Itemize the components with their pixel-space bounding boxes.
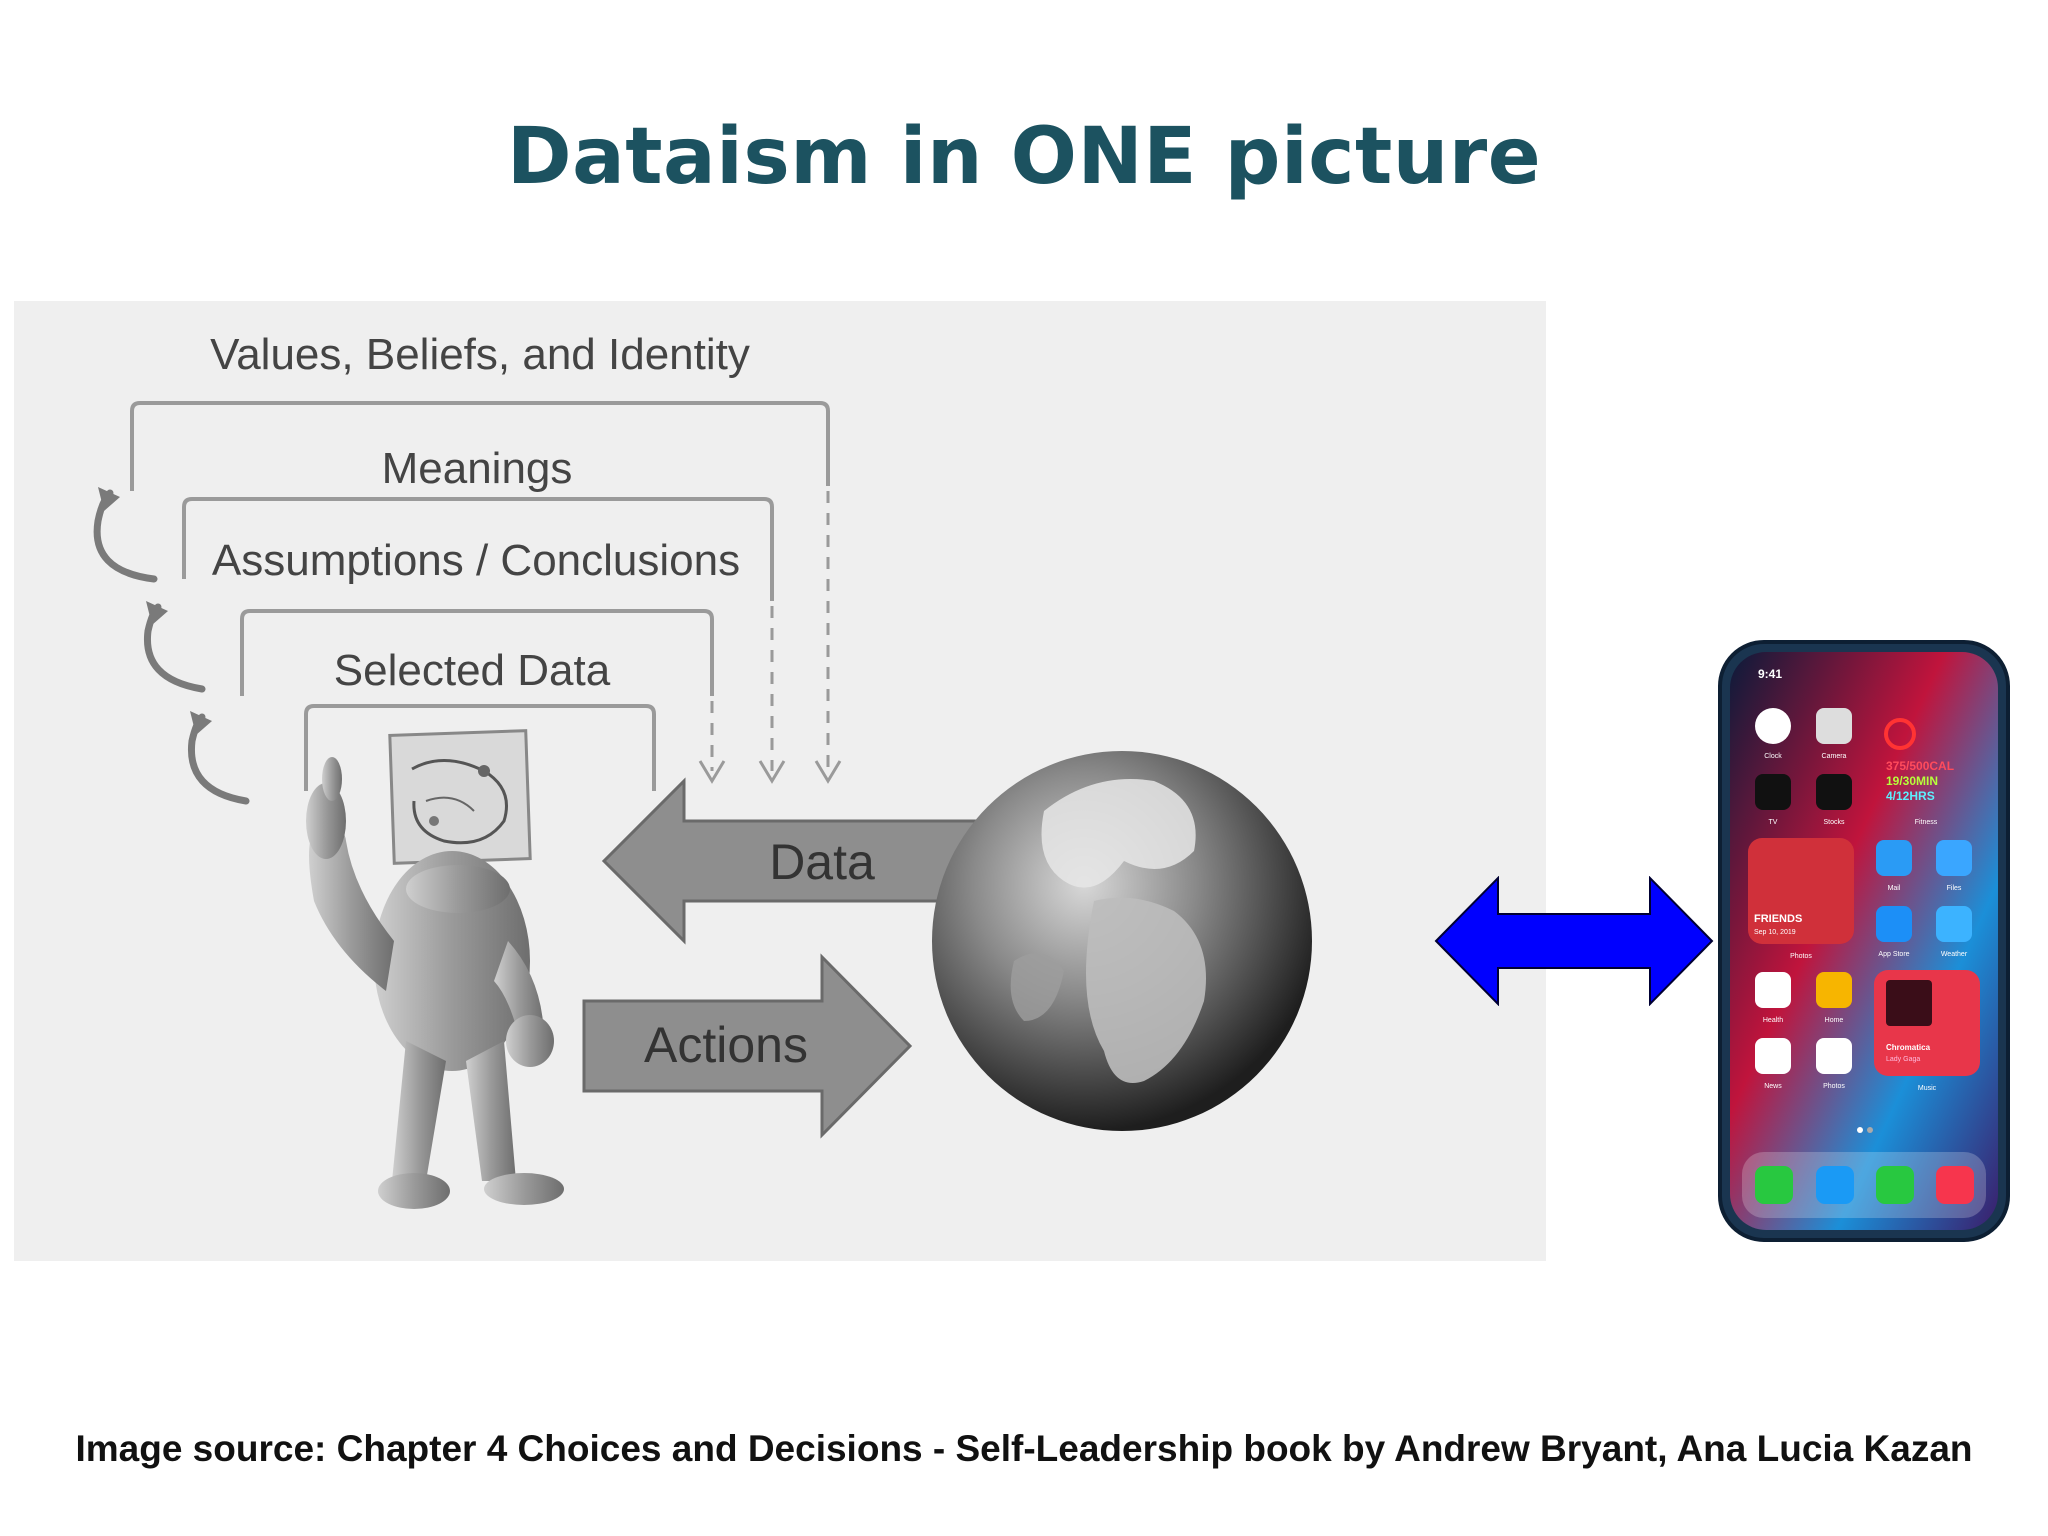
- app-label-home: Home: [1825, 1017, 1844, 1024]
- dashed-arrowhead-2: [758, 760, 786, 784]
- fitness-ring-icon: [1884, 718, 1916, 750]
- clock-app-icon: [1755, 708, 1791, 744]
- level-assumptions-label: Assumptions / Conclusions: [212, 536, 740, 585]
- app-label-weather: Weather: [1941, 951, 1968, 958]
- app-label-stocks: Stocks: [1823, 819, 1845, 826]
- photos-widget: [1748, 838, 1854, 944]
- loop-arrowhead-2: [146, 601, 168, 625]
- files-app-icon: [1936, 840, 1972, 876]
- level-meanings-label: Meanings: [382, 444, 573, 493]
- music-app-icon: [1936, 1166, 1974, 1204]
- camera-app-icon: [1816, 708, 1852, 744]
- app-label-app-store: App Store: [1878, 951, 1909, 958]
- tv-app-icon: [1755, 774, 1791, 810]
- bracket-values: [130, 401, 830, 491]
- actions-arrow-label: Actions: [644, 1017, 808, 1073]
- image-source-caption: Image source: Chapter 4 Choices and Deci…: [75, 1428, 1973, 1469]
- weather-app-icon: [1936, 906, 1972, 942]
- home-app-icon: [1816, 972, 1852, 1008]
- mail-app-icon: [1876, 840, 1912, 876]
- fitness-min: 19/30MIN: [1886, 774, 1938, 788]
- phone-time: 9:41: [1758, 667, 1782, 681]
- page-dot-active: [1857, 1127, 1863, 1133]
- album-art: [1886, 980, 1932, 1026]
- actions-arrow: [582, 953, 913, 1139]
- loop-arrowhead-1: [98, 487, 120, 511]
- diagram-canvas: Values, Beliefs, and Identity Meanings A…: [93, 330, 1312, 1209]
- page-dot: [1867, 1127, 1873, 1133]
- phone-app-icon: [1755, 1166, 1793, 1204]
- photos-app-icon: [1816, 1038, 1852, 1074]
- map-head-image: [388, 729, 532, 865]
- ladder-of-inference-diagram: Values, Beliefs, and Identity Meanings A…: [14, 301, 1546, 1261]
- safari-app-icon: [1816, 1166, 1854, 1204]
- figure-body: [306, 757, 564, 1209]
- music-title: Chromatica: [1886, 1043, 1931, 1052]
- slide-title: Dataism in ONE picture: [506, 112, 1542, 202]
- bracket-meanings: [182, 497, 774, 601]
- smartphone-image: 9:41 Clock Camera 375/500CAL 19/30MIN 4/…: [1718, 640, 2010, 1242]
- globe-image: [932, 751, 1312, 1131]
- health-app-icon: [1755, 972, 1791, 1008]
- fitness-cal: 375/500CAL: [1886, 759, 1954, 773]
- app-label-news: News: [1764, 1083, 1782, 1090]
- news-app-icon: [1755, 1038, 1791, 1074]
- data-arrow-label: Data: [769, 834, 875, 890]
- photo-widget-title: FRIENDS: [1754, 913, 1802, 925]
- level-values-label: Values, Beliefs, and Identity: [210, 330, 750, 379]
- app-label-camera: Camera: [1822, 753, 1847, 760]
- loop-arrowhead-3: [190, 711, 212, 735]
- bracket-selected-data: [304, 704, 656, 791]
- app-label-mail: Mail: [1888, 885, 1901, 892]
- app-label-files: Files: [1947, 885, 1962, 892]
- level-selected-data-label: Selected Data: [334, 646, 611, 695]
- app-label-fitness: Fitness: [1915, 819, 1938, 826]
- fitness-hrs: 4/12HRS: [1886, 789, 1935, 803]
- app-label-photos: Photos: [1823, 1083, 1845, 1090]
- dock: [1742, 1152, 1986, 1218]
- dashed-arrowhead-1: [698, 760, 726, 784]
- photo-widget-date: Sep 10, 2019: [1754, 929, 1796, 936]
- app-label-music: Music: [1918, 1085, 1937, 1092]
- app-label-health: Health: [1763, 1017, 1783, 1024]
- dashed-arrowhead-3: [814, 760, 842, 784]
- app-store-icon: [1876, 906, 1912, 942]
- messages-app-icon: [1876, 1166, 1914, 1204]
- app-label-tv: TV: [1769, 819, 1778, 826]
- stocks-app-icon: [1816, 774, 1852, 810]
- music-artist: Lady Gaga: [1886, 1056, 1920, 1063]
- double-arrow: [1434, 876, 1714, 1006]
- app-label-photos-widget: Photos: [1790, 953, 1812, 960]
- app-label-clock: Clock: [1764, 753, 1782, 760]
- bracket-assumptions: [240, 609, 714, 696]
